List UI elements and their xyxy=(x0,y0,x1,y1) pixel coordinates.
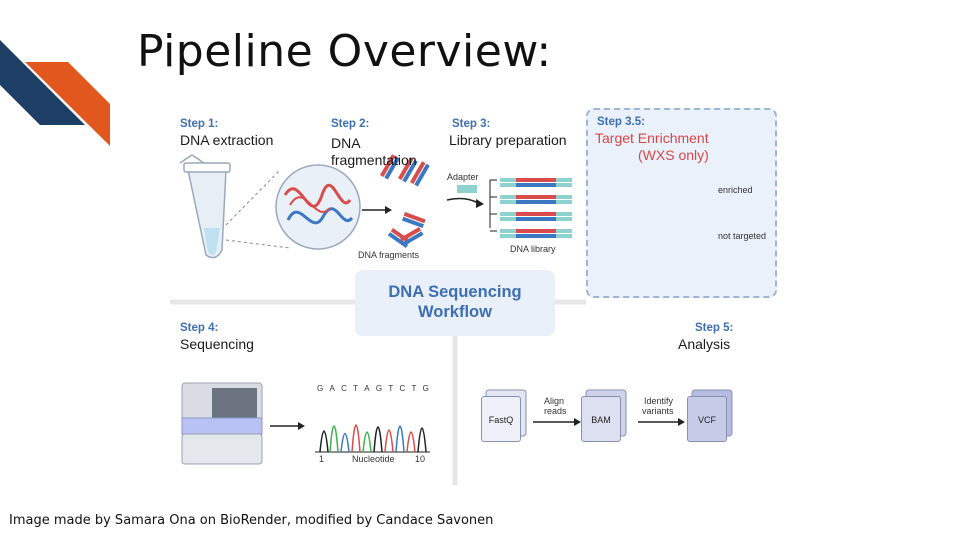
navy-stripe xyxy=(0,40,85,125)
enriched-label: enriched xyxy=(718,185,753,195)
dna-zoom-circle xyxy=(275,164,361,250)
step3-label: Step 3: xyxy=(452,118,491,130)
bam-file: BAM xyxy=(581,396,621,442)
nucleotide-axis-label: Nucleotide xyxy=(352,454,395,464)
dna-library-label: DNA library xyxy=(510,244,556,254)
arrowhead xyxy=(298,422,305,430)
align-reads-label-1: Align xyxy=(544,396,565,406)
dna-library-icon xyxy=(489,178,572,238)
arrowhead xyxy=(385,206,392,214)
sequence-letter: A xyxy=(364,384,370,393)
dna-fragments-label: DNA fragments xyxy=(358,250,420,260)
step4-label: Step 4: xyxy=(180,322,219,334)
workflow-figure: Step 1: DNA extraction Step 2: DNA fragm… xyxy=(160,100,790,490)
align-reads-label-2: reads xyxy=(544,406,567,416)
tube-icon xyxy=(179,154,231,259)
identify-variants-label-2: variants xyxy=(642,406,674,416)
step1-desc: DNA extraction xyxy=(180,132,274,148)
dna-fragments-icon xyxy=(380,154,430,248)
step3-5-label: Step 3.5: xyxy=(597,116,645,128)
target-enrichment-panel xyxy=(586,108,777,298)
step2-desc-line2: fragmentation xyxy=(331,152,417,168)
step4-desc: Sequencing xyxy=(180,336,254,352)
sequence-letter: C xyxy=(399,384,406,393)
not-targeted-label: not targeted xyxy=(718,231,767,241)
orange-stripe xyxy=(25,62,110,146)
sequence-letter: A xyxy=(329,384,335,393)
hub-title-line1: DNA Sequencing xyxy=(388,283,522,301)
sequencer-icon xyxy=(181,382,263,465)
step2-label: Step 2: xyxy=(331,118,370,130)
identify-variants-label-1: Identify xyxy=(644,396,674,406)
step5-desc: Analysis xyxy=(678,336,731,352)
step3-desc: Library preparation xyxy=(449,132,567,148)
arrowhead xyxy=(574,418,581,426)
corner-decoration xyxy=(0,40,110,146)
sequence-letter: C xyxy=(341,384,347,393)
step1-label: Step 1: xyxy=(180,118,219,130)
sequence-letter: T xyxy=(411,384,417,393)
sequence-letter: T xyxy=(388,384,394,393)
adapter-icon xyxy=(446,185,484,208)
target-enrichment-title: Target Enrichment xyxy=(595,130,709,146)
adapter-label: Adapter xyxy=(447,172,479,182)
arrowhead xyxy=(678,418,685,426)
step5-label: Step 5: xyxy=(695,322,734,334)
chromatogram-plot xyxy=(315,424,430,453)
axis-start-label: 1 xyxy=(319,454,325,464)
zoom-line-top xyxy=(225,169,281,226)
vcf-file: VCF xyxy=(687,396,727,442)
hub-title-line2: Workflow xyxy=(418,303,492,321)
zoom-line-bottom xyxy=(225,239,291,249)
slide-title: Pipeline Overview: xyxy=(137,26,552,77)
image-credit-caption: Image made by Samara Ona on BioRender, m… xyxy=(9,513,494,528)
step2-desc-line1: DNA xyxy=(331,135,361,151)
sequence-letter: G xyxy=(375,384,383,393)
sequence-letter: T xyxy=(353,384,358,393)
wxs-only-note: (WXS only) xyxy=(638,147,709,163)
sequence-letter: G xyxy=(422,384,429,393)
library-arrows xyxy=(490,179,497,232)
sequence-letter: G xyxy=(317,384,324,393)
axis-end-label: 10 xyxy=(415,454,426,464)
fastq-file: FastQ xyxy=(481,396,521,442)
workflow-hub: DNA Sequencing Workflow xyxy=(355,270,555,336)
sequence-letters: G A C T A G T C T G xyxy=(317,384,429,393)
